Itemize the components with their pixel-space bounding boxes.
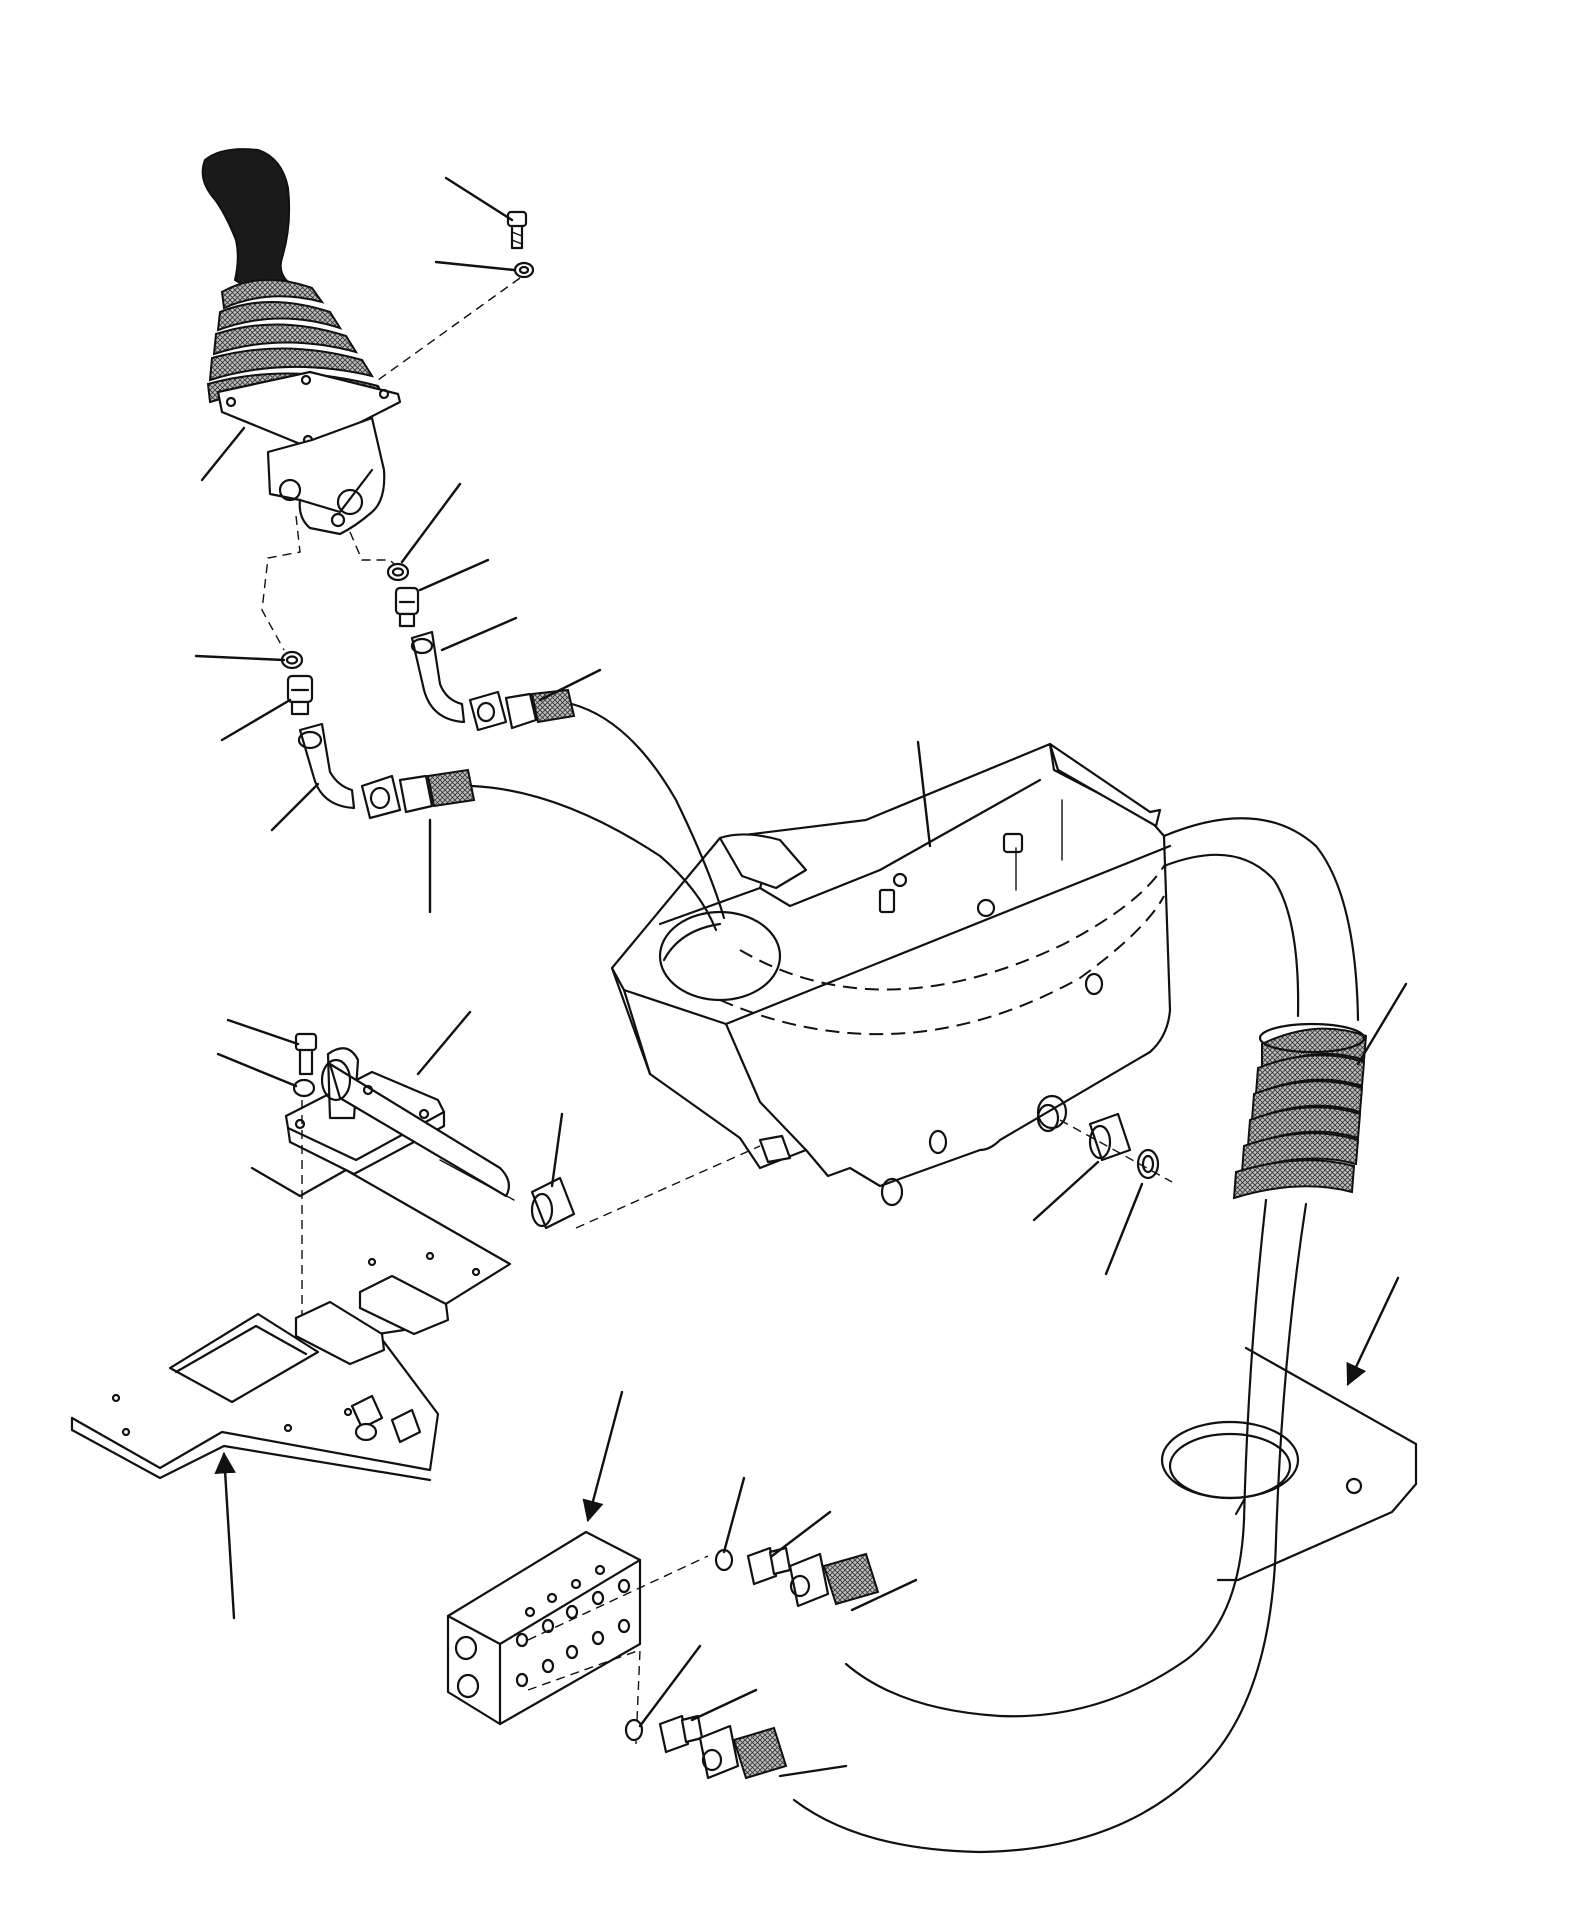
right-fitting-chain: [386, 562, 576, 732]
spiral-guard-icon: [1232, 1022, 1368, 1200]
elbow-icon: [410, 630, 466, 724]
hose-icon: [1162, 853, 1300, 1018]
manifold-lower-fittings: [624, 1714, 788, 1780]
left-fitting-chain: [280, 650, 476, 820]
manifold-icon: [446, 1530, 642, 1726]
joystick-handle-icon: [201, 148, 303, 298]
washer-icon: [292, 1078, 316, 1098]
bushing-icon: [530, 1176, 576, 1230]
adapter-icon: [746, 1546, 792, 1586]
hose-icon: [1162, 817, 1360, 1022]
hose-icon: [570, 702, 726, 920]
adapter-icon: [394, 586, 420, 628]
manifold-upper-fittings: [714, 1546, 880, 1608]
hose-icon: [470, 784, 718, 932]
o-ring-icon: [624, 1718, 644, 1742]
washer-icon: [1136, 1148, 1160, 1180]
hose-fitting-left: [360, 768, 476, 820]
console-icon: [610, 742, 1172, 1207]
hose-fitting-right: [468, 688, 576, 732]
floor-plate-icon: [1160, 1346, 1418, 1582]
washer-icon: [513, 261, 535, 279]
bracket-icon: [284, 1047, 515, 1201]
screw-icon: [506, 210, 528, 250]
elbow-icon: [297, 722, 356, 810]
joystick-flange: [216, 370, 402, 450]
o-ring-icon: [386, 562, 410, 582]
joystick-assembly: [201, 148, 402, 536]
hose-icon: [792, 1202, 1308, 1854]
adapter-icon: [286, 674, 314, 716]
hose-icon: [844, 1198, 1268, 1718]
bushing-icon: [1088, 1112, 1132, 1162]
console-joystick-cutout: [658, 910, 782, 1002]
screw-icon: [294, 1032, 318, 1076]
plate-icon: [70, 1166, 512, 1482]
callout-leaders: [194, 176, 1408, 1778]
joystick-valve-body: [266, 416, 386, 536]
adapter-icon: [658, 1714, 704, 1754]
